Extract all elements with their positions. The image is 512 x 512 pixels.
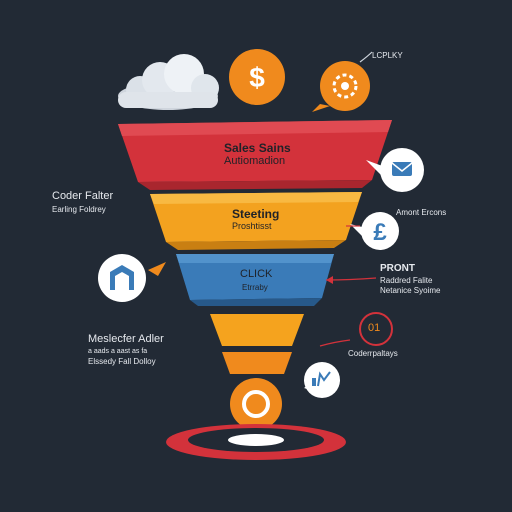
pound-icon: £ <box>350 212 399 250</box>
callout-top-right: LCPLKY <box>372 51 403 60</box>
chart-icon <box>304 362 340 398</box>
magento-icon <box>98 254 166 302</box>
layer3-title: CLICK <box>240 268 273 280</box>
funnel-layer-2 <box>150 192 362 250</box>
cloud-icon <box>118 54 219 110</box>
number-badge <box>359 312 393 346</box>
dollar-icon: $ <box>229 49 285 105</box>
callout-left-1-sub: Earling Foldrey <box>52 205 106 214</box>
callout-right-3-text: Coderrpaltays <box>348 349 398 358</box>
layer1-title: Sales Sains <box>224 141 291 155</box>
funnel-layer-4 <box>210 314 304 374</box>
funnel-layer-3 <box>176 254 334 306</box>
arrow-01 <box>319 339 351 347</box>
layer3-subtitle: Etrraby <box>242 283 268 292</box>
svg-text:$: $ <box>249 62 265 93</box>
callout-left-1-title: Coder Falter <box>52 190 114 202</box>
callout-left-2-line2: Elssedy Fall Dolloy <box>88 357 156 366</box>
callout-right-1: Amont Ercons <box>396 208 447 217</box>
callout-left-2-title: Meslecfer Adler <box>88 333 164 345</box>
target-icon <box>166 424 346 460</box>
layer2-title: Steeting <box>232 207 280 221</box>
callout-left-2-line1: a aads a aast as fa <box>88 348 148 355</box>
arrow-pront <box>325 276 377 284</box>
ring-icon <box>230 378 282 430</box>
callout-right-3-number: 01 <box>368 322 381 334</box>
layer1-subtitle: Autiomadion <box>224 155 286 167</box>
layer2-subtitle: Proshtisst <box>232 221 272 231</box>
email-icon <box>366 148 424 192</box>
gear-icon <box>312 61 370 112</box>
svg-text:£: £ <box>373 219 387 246</box>
callout-right-2-title: PRONT <box>380 263 415 274</box>
funnel-layer-1 <box>118 120 392 190</box>
callout-right-2-line1: Raddred Falite <box>380 276 433 285</box>
callout-right-2-line2: Netanice Syoime <box>380 286 441 295</box>
